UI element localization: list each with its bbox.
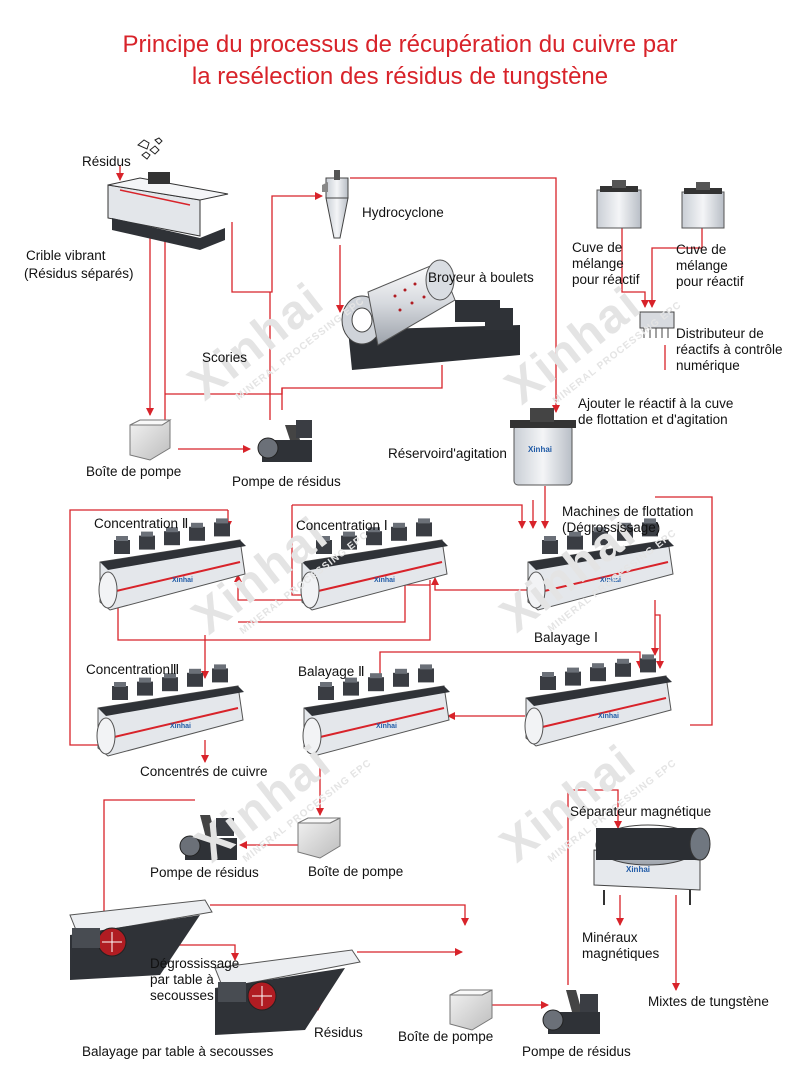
pump-box-1-icon (129, 419, 172, 461)
label-crible-sub: (Résidus séparés) (24, 266, 134, 281)
slurry-pump-2-icon (179, 815, 237, 860)
reagent-distributor-icon (639, 311, 675, 338)
label-pompe-residus-1: Pompe de résidus (232, 474, 341, 489)
label-broyeur: Broyeur à boulets (428, 270, 534, 285)
label-balayage-1: Balayage Ⅰ (534, 630, 599, 645)
flotation-bank-brand: Xinhai (598, 713, 619, 720)
pump-box-2-icon (297, 817, 341, 859)
label-concentration-1: Concentration Ⅰ (296, 518, 388, 533)
label-cuve-2: Cuve de mélange pour réactif (676, 242, 744, 289)
label-cuve-1: Cuve de mélange pour réactif (572, 240, 640, 287)
flotation-bank-roughing-icon: Xinhai (526, 518, 674, 611)
flotation-bank-brand: Xinhai (170, 723, 191, 730)
flow-conc2-bottom (117, 580, 431, 641)
flow-conc2-outer (69, 509, 228, 746)
label-pompe-residus-3: Pompe de résidus (522, 1044, 631, 1059)
magnetic-separator-icon: Xinhai (593, 824, 711, 905)
flotation-bank-brand: Xinhai (172, 577, 193, 584)
reagent-tank-1-icon (596, 180, 642, 229)
label-concentres-cuivre: Concentrés de cuivre (140, 764, 268, 779)
flow-table1-right (210, 904, 469, 926)
flow-lines (69, 165, 713, 1011)
flow-machines-right-loop (655, 496, 713, 726)
shaking-table-1-icon (69, 899, 213, 980)
flow-cuve1-to-dist (621, 228, 649, 308)
label-balayage-table: Balayage par table à secousses (82, 1044, 274, 1059)
page-title-line-2: la resélection des résidus de tungstène (191, 63, 609, 90)
label-mixtes-tungstene: Mixtes de tungstène (648, 994, 769, 1009)
rocks-icon (137, 137, 163, 160)
agitation-tank-icon: Xinhai (510, 408, 576, 486)
flow-hydro-to-reservoir (350, 177, 560, 413)
flow-conc2-to-conc1 (238, 584, 430, 623)
flotation-bank-conc-2-icon: Xinhai (98, 518, 246, 611)
vibrating-screen-icon (107, 172, 229, 250)
label-ajouter-reactif: Ajouter le réactif à la cuve de flottati… (578, 396, 734, 427)
ball-mill-icon (341, 259, 520, 370)
flotation-bank-brand: Xinhai (374, 577, 395, 584)
label-residus-input: Résidus (82, 154, 131, 169)
hydrocyclone-icon (322, 170, 349, 239)
label-boite-pompe-1: Boîte de pompe (86, 464, 182, 479)
label-residus-output: Résidus (314, 1025, 363, 1040)
label-scories: Scories (202, 350, 248, 365)
flotation-bank-brand: Xinhai (376, 723, 397, 730)
label-balayage-2: Balayage Ⅱ (298, 664, 365, 679)
label-concentration-3: ConcentrationⅢ (86, 662, 180, 677)
flotation-bank-conc-1-icon: Xinhai (300, 518, 448, 611)
flow-conc1-to-conc2 (234, 574, 310, 601)
flow-bal1-branch (655, 614, 664, 669)
label-pompe-residus-2: Pompe de résidus (150, 865, 259, 880)
slurry-pump-1-icon (257, 420, 312, 462)
agitation-tank-brand: Xinhai (528, 445, 552, 454)
flow-pompe2-left (100, 799, 195, 926)
flotation-bank-balayage-2-icon: Xinhai (302, 664, 450, 757)
pump-box-3-icon (449, 989, 493, 1031)
flow-crible-to-hydro (231, 192, 323, 293)
label-mineraux: Minéraux magnétiques (582, 930, 660, 961)
flotation-bank-brand: Xinhai (600, 577, 621, 584)
slurry-pump-3-icon (542, 990, 600, 1034)
label-boite-pompe-3: Boîte de pompe (398, 1029, 494, 1044)
label-crible: Crible vibrant (26, 248, 106, 263)
flow-top-loop (292, 504, 526, 529)
label-hydrocyclone: Hydrocyclone (362, 205, 444, 220)
page-title-line-1: Principe du processus de récupération du… (122, 31, 678, 58)
flow-pompe3-up (567, 789, 622, 985)
flotation-bank-balayage-1-icon: Xinhai (524, 654, 672, 747)
flow-cuve2-to-dist (648, 228, 703, 308)
flow-machines-to-conc1 (431, 577, 530, 591)
label-reservoir: Réservoird'agitation (388, 446, 507, 461)
label-distributeur: Distributeur de réactifs à contrôle numé… (676, 326, 783, 373)
reagent-tank-2-icon (681, 182, 725, 229)
flotation-bank-conc-3-icon: Xinhai (96, 664, 244, 757)
label-machines-flottation: Machines de flottation (Dégrossissage) (562, 504, 694, 535)
label-concentration-2: Concentration Ⅱ (94, 516, 189, 531)
label-separateur: Séparateur magnétique (570, 804, 712, 819)
label-boite-pompe-2: Boîte de pompe (308, 864, 404, 879)
shaking-table-2-icon (214, 949, 361, 1035)
separator-brand: Xinhai (626, 865, 650, 874)
label-degrossissage-table: Dégrossissage par table à secousses (150, 956, 240, 1003)
